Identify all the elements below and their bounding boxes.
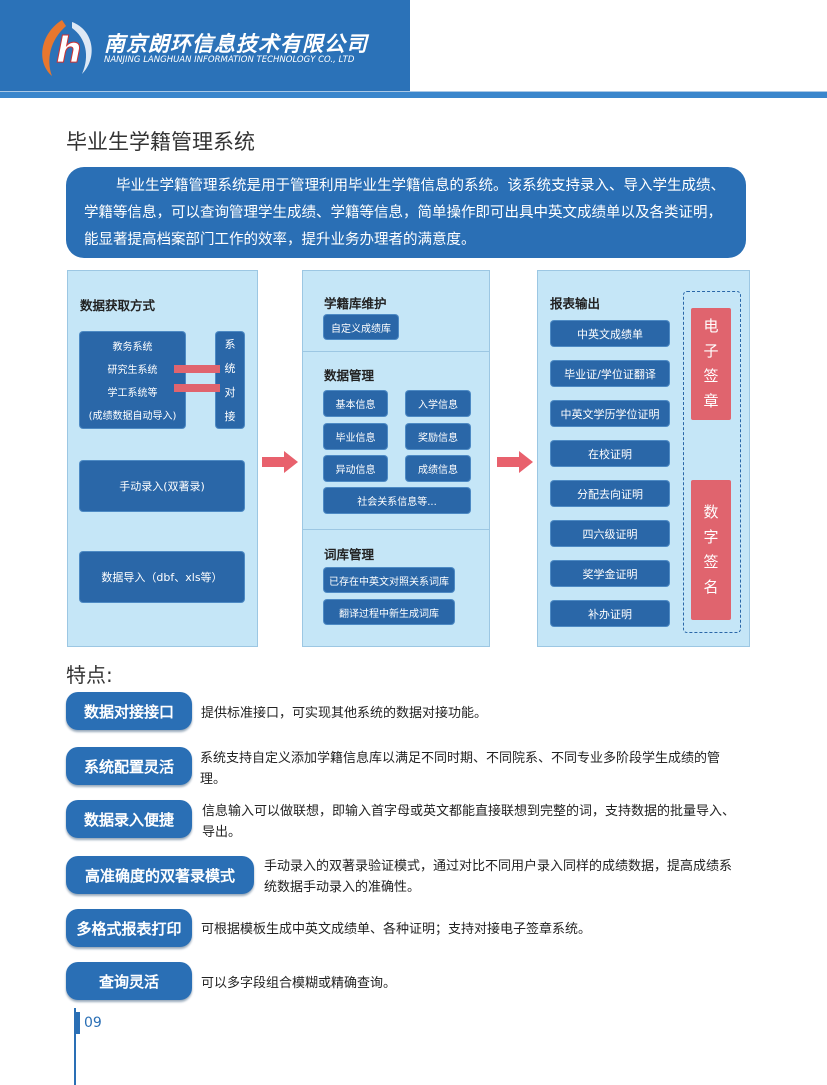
section-heading: 报表输出 xyxy=(550,296,601,311)
seal-char: 章 xyxy=(703,392,719,410)
feature-text: 系统支持自定义添加学籍信息库以满足不同时期、不同院系、不同专业多阶段学生成绩的管… xyxy=(200,751,721,787)
report-item: 在校证明 xyxy=(551,441,669,466)
connector-band xyxy=(174,365,220,373)
report-output-panel: 报表输出 中英文成绩单 毕业证/学位证翻译 中英文学历学位证明 在校证明 分配去… xyxy=(537,270,750,647)
divider xyxy=(303,351,489,352)
report-item: 中英文成绩单 xyxy=(551,321,669,346)
signature-group xyxy=(683,291,741,633)
feature-label: 数据录入便捷 xyxy=(66,800,192,838)
data-source-panel: 数据获取方式 教务系统 研究生系统 学工系统等 (成绩数据自动导入) 系 统 对… xyxy=(67,270,258,647)
report-item: 奖学金证明 xyxy=(551,561,669,586)
system-item: (成绩数据自动导入) xyxy=(88,411,177,422)
report-item: 四六级证明 xyxy=(551,521,669,546)
page-number: 09 xyxy=(84,1015,102,1031)
sign-char: 字 xyxy=(703,528,719,546)
divider xyxy=(0,91,827,92)
section-heading: 数据管理 xyxy=(324,368,375,383)
arrow-right-icon xyxy=(262,451,298,473)
seal-char: 子 xyxy=(703,342,719,360)
section-heading: 学籍库维护 xyxy=(324,296,387,311)
report-item: 分配去向证明 xyxy=(551,481,669,506)
interface-box: 系 统 对 接 xyxy=(216,332,244,428)
item-box: 入学信息 xyxy=(406,391,470,416)
report-item: 补办证明 xyxy=(551,601,669,626)
feature-label: 查询灵活 xyxy=(66,962,192,1000)
systems-box: 教务系统 研究生系统 学工系统等 (成绩数据自动导入) xyxy=(80,332,185,428)
interface-char: 系 xyxy=(224,338,236,351)
system-item: 研究生系统 xyxy=(107,365,158,376)
intro-box: 毕业生学籍管理系统是用于管理利用毕业生学籍信息的系统。该系统支持录入、导入学生成… xyxy=(66,167,746,258)
interface-char: 接 xyxy=(224,410,236,423)
report-item: 毕业证/学位证翻译 xyxy=(551,361,669,386)
item-box: 已存在中英文对照关系词库 xyxy=(324,568,454,592)
company-logo-icon: h xyxy=(42,20,92,76)
seal-char: 电 xyxy=(703,317,719,335)
arrow-right-icon xyxy=(497,451,533,473)
page-marker xyxy=(76,1012,80,1034)
digital-signature-box: 数字签名 xyxy=(691,480,731,620)
feature-label: 数据对接接口 xyxy=(66,692,192,730)
svg-text:h: h xyxy=(56,30,82,71)
panel-heading: 数据获取方式 xyxy=(80,298,156,313)
report-item: 中英文学历学位证明 xyxy=(551,401,669,426)
sign-char: 名 xyxy=(703,578,719,596)
item-box: 自定义成绩库 xyxy=(324,315,398,339)
company-name-cn: 南京朗环信息技术有限公司 xyxy=(104,32,368,56)
item-box: 基本信息 xyxy=(324,391,387,416)
sign-char: 数 xyxy=(703,503,719,521)
page-marker-line xyxy=(74,1008,76,1085)
connector-band xyxy=(174,384,220,392)
item-box: 异动信息 xyxy=(324,456,387,481)
interface-char: 对 xyxy=(224,386,236,399)
feature-label: 多格式报表打印 xyxy=(66,909,192,947)
section-heading: 词库管理 xyxy=(324,547,375,562)
item-box: 奖励信息 xyxy=(406,424,470,449)
item-box: 翻译过程中新生成词库 xyxy=(324,600,454,624)
item-box: 毕业信息 xyxy=(324,424,387,449)
feature-label: 高准确度的双著录模式 xyxy=(66,856,254,894)
system-item: 学工系统等 xyxy=(107,388,158,399)
data-import-box: 数据导入（dbf、xls等） xyxy=(80,552,244,602)
item-box: 成绩信息 xyxy=(406,456,470,481)
header-band xyxy=(0,0,410,92)
e-seal-box: 电子签章 xyxy=(691,308,731,420)
data-management-panel: 学籍库维护 自定义成绩库 数据管理 基本信息 入学信息 毕业信息 奖励信息 异动… xyxy=(302,270,490,647)
header-stripe xyxy=(0,92,827,98)
features-heading: 特点: xyxy=(66,663,113,687)
divider xyxy=(303,529,489,530)
seal-char: 签 xyxy=(703,367,719,385)
item-box: 社会关系信息等... xyxy=(324,488,470,513)
feature-text: 可根据模板生成中英文成绩单、各种证明；支持对接电子签章系统。 xyxy=(201,922,592,937)
feature-text: 手动录入的双著录验证模式，通过对比不同用户录入同样的成绩数据，提高成绩系统数据手… xyxy=(264,859,733,895)
feature-label: 系统配置灵活 xyxy=(66,747,192,785)
system-item: 教务系统 xyxy=(112,342,153,353)
feature-text: 可以多字段组合模糊或精确查询。 xyxy=(201,976,397,991)
sign-char: 签 xyxy=(703,553,719,571)
feature-text: 信息输入可以做联想，即输入首字母或英文都能直接联想到完整的词，支持数据的批量导入… xyxy=(202,804,736,840)
manual-entry-box: 手动录入(双著录) xyxy=(80,461,244,511)
feature-text: 提供标准接口，可实现其他系统的数据对接功能。 xyxy=(201,706,488,721)
interface-char: 统 xyxy=(224,362,236,375)
page-title: 毕业生学籍管理系统 xyxy=(66,130,255,154)
company-name-en: NANJING LANGHUAN INFORMATION TECHNOLOGY … xyxy=(104,55,355,65)
